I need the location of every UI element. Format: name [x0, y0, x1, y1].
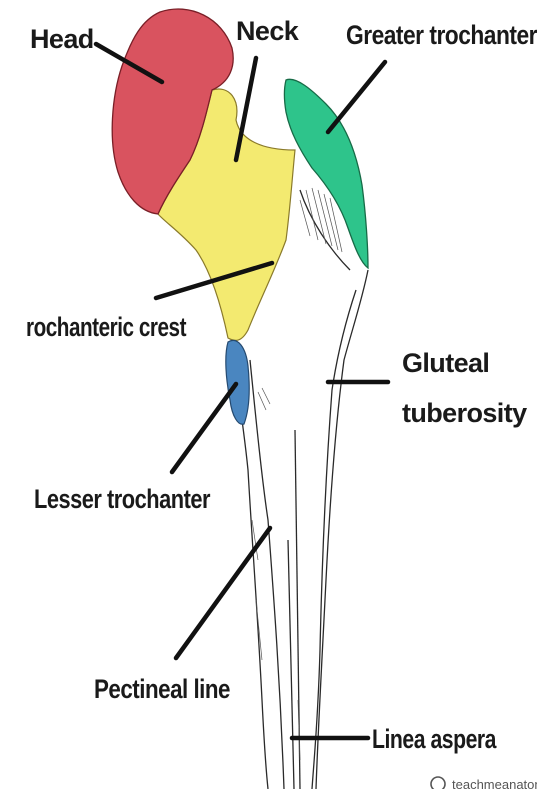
greater-trochanter-region: [285, 79, 369, 268]
leader-lesser-trochanter: [172, 384, 236, 472]
label-neck: Neck: [236, 16, 300, 46]
label-greater-trochanter: Greater trochanter: [346, 20, 537, 50]
label-pectineal-line: Pectineal line: [94, 674, 230, 704]
label-gluteal-tuberosity-line1: Gluteal: [402, 348, 489, 378]
label-gluteal-tuberosity-line2: tuberosity: [402, 398, 527, 428]
label-intertrochanteric-crest: rochanteric crest: [26, 312, 186, 342]
watermark: teachmeanatomy: [431, 777, 537, 789]
watermark-text: teachmeanatomy: [452, 777, 537, 789]
label-lesser-trochanter: Lesser trochanter: [34, 484, 211, 514]
label-head: Head: [30, 24, 94, 54]
label-linea-aspera: Linea aspera: [372, 724, 497, 754]
teachmeanatomy-logo-icon: [431, 777, 445, 789]
leader-greater-trochanter: [328, 62, 385, 132]
